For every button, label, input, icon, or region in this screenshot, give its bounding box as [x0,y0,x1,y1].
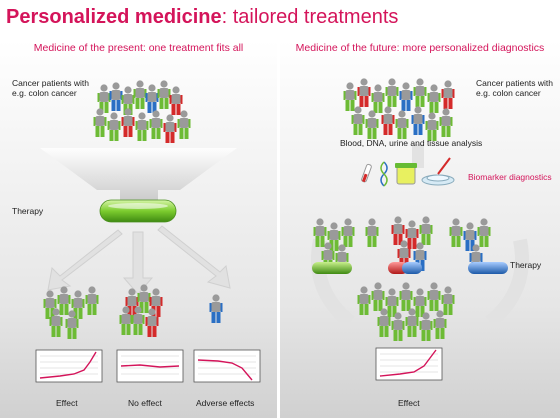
title-rest: : tailored treatments [221,6,399,28]
dna-icon [380,161,388,187]
outcome-effect-label: Effect [56,398,78,408]
outcome-arrows [47,225,231,295]
funnel-arrow [40,148,237,200]
green-pill [99,199,177,223]
flow-arrow-left [311,238,355,328]
future-diagram [311,78,529,381]
present-patients-label-1: Cancer patients with [12,78,90,88]
title-bold: Personalized medicine [6,6,222,28]
future-heading: Medicine of the future: more personalize… [295,42,545,54]
red-blue-pill [388,262,422,274]
outcome-adverse-label: Adverse effects [196,398,255,408]
urine-cup-icon [395,163,417,185]
present-heading: Medicine of the present: one treatment f… [33,42,244,54]
future-patients-label-1: Cancer patients with [476,78,554,88]
biomarker-label: Biomarker diagnostics [468,172,552,182]
present-medicine-panel: Medicine of the present: one treatment f… [0,40,277,418]
analysis-label: Blood, DNA, urine and tissue analysis [340,138,483,148]
chart-adverse-effects [193,349,261,383]
group-effect [43,286,99,339]
petri-dish-icon [421,174,455,186]
future-patients-label-2: e.g. colon cancer [476,88,541,98]
green-pill [312,262,352,274]
blue-pill [468,262,508,274]
group-adverse-effects [209,294,223,323]
future-therapy-label: Therapy [510,260,542,270]
outcome-no-effect-label: No effect [128,398,162,408]
future-effect-label: Effect [398,398,420,408]
group-no-effect [119,284,163,337]
pipette-icon [437,157,451,175]
present-diagram [35,80,261,383]
future-group-effect [357,282,455,341]
present-patients-label-2: e.g. colon cancer [12,88,77,98]
chart-effect [35,349,103,383]
page-title: Personalized medicine: tailored treatmen… [6,6,398,29]
lab-test-tube-icon [361,163,372,183]
future-patient-group-all [343,78,455,141]
future-medicine-panel: Medicine of the future: more personalize… [280,40,560,418]
flow-arrow-right [485,238,529,328]
future-chart-effect [375,347,443,381]
chart-no-effect [116,349,184,383]
present-therapy-label: Therapy [12,206,44,216]
patient-group-all [93,80,191,143]
